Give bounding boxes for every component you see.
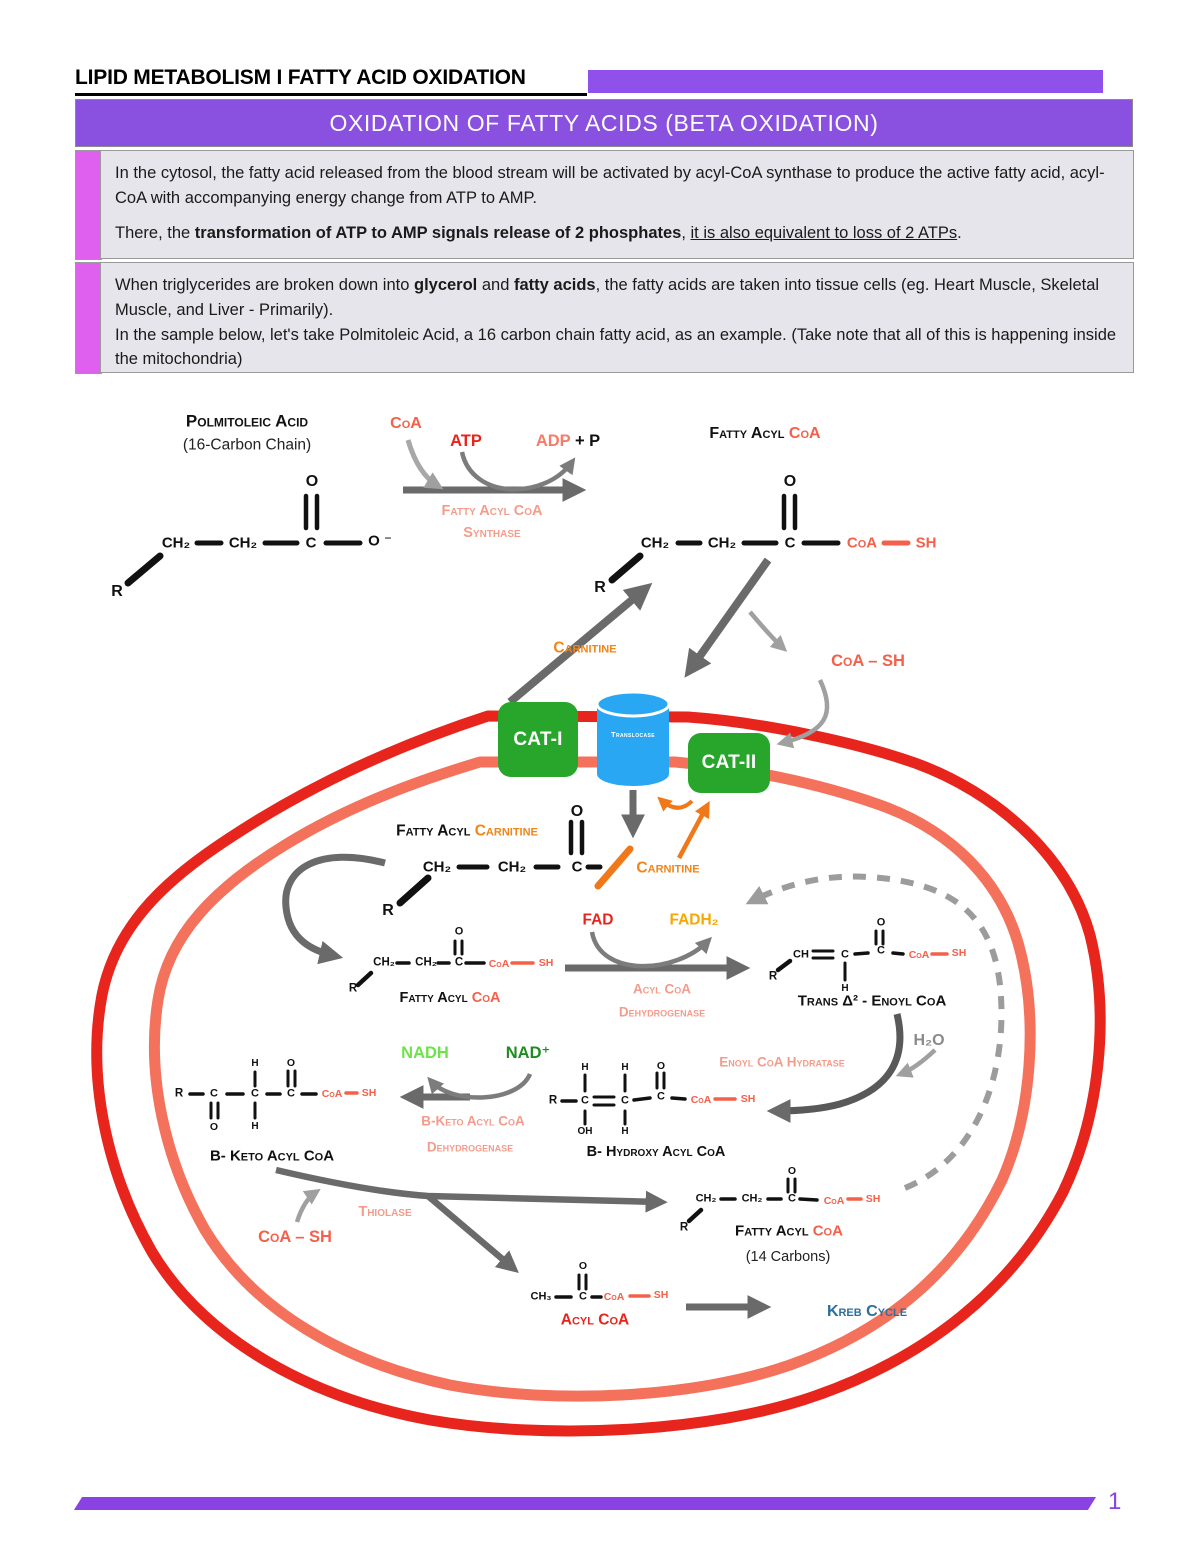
b-hydroxy-acyl-coa-structure: [560, 1071, 737, 1126]
mitochondria-outer-membrane: [91, 710, 1106, 1437]
atp-adp-arc-arrow: [459, 451, 576, 492]
translocase-cylinder: [595, 690, 671, 786]
coa-input-arrow: [405, 439, 444, 490]
mitochondria-inner-membrane: [148, 756, 1036, 1402]
note-box-1: In the cytosol, the fatty acid released …: [100, 150, 1134, 259]
section-banner-title: OXIDATION OF FATTY ACIDS (BETA OXIDATION…: [329, 109, 879, 136]
hydratase-reaction-arrow: [766, 1013, 904, 1123]
coa-sh-to-cat2-arrow: [776, 679, 830, 749]
cat2-enzyme-box: CAT-II: [688, 733, 770, 793]
acyl-coa-structure: [554, 1273, 651, 1299]
page-title: LIPID METABOLISM I FATTY ACID OXIDATION: [75, 66, 587, 96]
note1-accent-bar: [75, 150, 102, 260]
carnitine-return-arrow: [677, 801, 710, 860]
page-number: 1: [1108, 1488, 1122, 1515]
h2o-input-arrow: [895, 1048, 937, 1078]
coa-sh-thiolase-input-arrow: [294, 1188, 321, 1223]
carnitine-arrow: [507, 582, 653, 706]
thiolase-arrow-main: [275, 1166, 668, 1213]
cat1-enzyme-box: CAT-I: [498, 702, 578, 777]
cycle-entry-arrow: [282, 853, 386, 965]
note1-paragraph1: In the cytosol, the fatty acid released …: [115, 164, 1105, 207]
fatty-acyl-to-translocase-arrow: [684, 557, 772, 678]
fad-fadh2-arc-arrow: [589, 931, 712, 969]
note2-paragraph1: When triglycerides are broken down into …: [115, 276, 1100, 319]
section-banner: OXIDATION OF FATTY ACIDS (BETA OXIDATION…: [75, 99, 1133, 147]
translocase-label: Translocase: [611, 730, 655, 739]
fatty-acyl-coa-small-structure: [355, 939, 535, 988]
nad-nadh-arc-arrow: [427, 1072, 533, 1100]
b-keto-acyl-coa-structure: [188, 1069, 359, 1120]
fatty-acyl-coa-structure: [608, 493, 911, 584]
recycle-loop-arrow: [745, 873, 1005, 1191]
thiolase-arrow-branch: [425, 1193, 519, 1273]
note-box-2: When triglycerides are broken down into …: [100, 262, 1134, 373]
note1-paragraph2: There, the transformation of ATP to AMP …: [115, 223, 962, 242]
palmitoleic-acid-structure: [124, 493, 363, 587]
coa-sh-release-arrow: [748, 610, 788, 652]
trans-enoyl-coa-structure: [775, 929, 949, 982]
carnitine-return-hook-arrow: [657, 796, 694, 812]
fatty-acyl-coa-14-structure: [686, 1177, 863, 1224]
footer-bar-decoration: [73, 1497, 1097, 1510]
fatty-acyl-carnitine-structure: [396, 819, 634, 907]
title-bar-decoration: [588, 70, 1103, 93]
note2-paragraph2: In the sample below, let's take Polmitol…: [115, 325, 1117, 369]
